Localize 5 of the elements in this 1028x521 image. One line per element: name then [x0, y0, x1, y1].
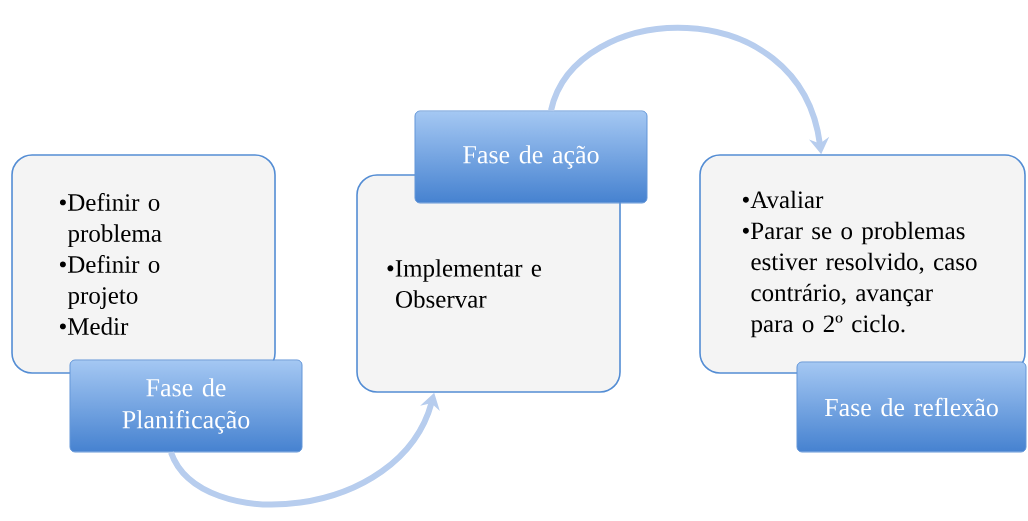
phase-box: Fase de Planificação	[69, 359, 303, 453]
list-box: •Definir o problema •Definir o projeto •Medir	[11, 154, 276, 374]
phase-box: Fase de ação	[414, 110, 648, 204]
phase-box: Fase de reflexão	[796, 361, 1027, 453]
list-box: •Avaliar •Parar se o problemas estiver resolvido, caso contrário, avançar para o 2º ciclo.	[699, 154, 1026, 374]
